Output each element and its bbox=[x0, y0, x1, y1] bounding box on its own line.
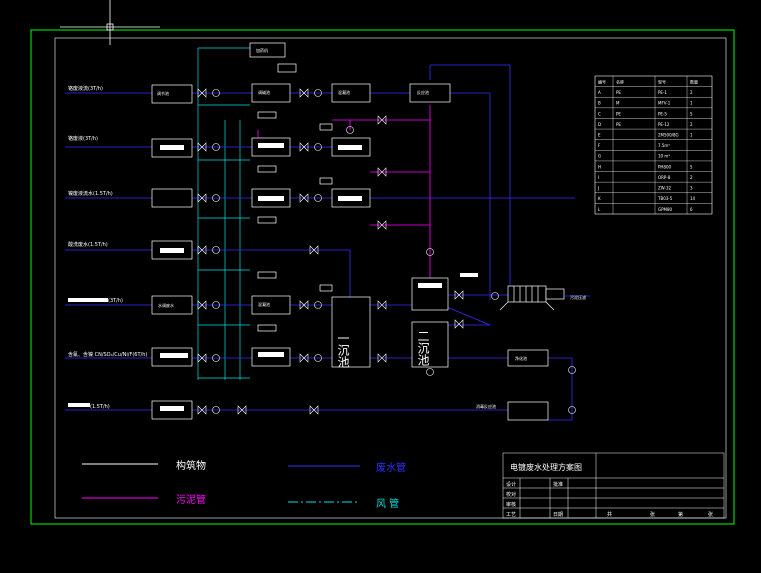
tank-label-adjust-water: 水调废水 bbox=[158, 302, 174, 308]
table-cell: D bbox=[598, 122, 601, 127]
title-block-no: 第 bbox=[678, 511, 683, 518]
tank-label-top: 加药机 bbox=[256, 47, 268, 53]
inlet-label-4: 酸洗废水(1.5T/h) bbox=[68, 241, 108, 248]
table-cell: PE-1 bbox=[658, 90, 667, 95]
table-cell: H bbox=[598, 164, 601, 169]
title-block-process: 工艺 bbox=[506, 512, 516, 518]
table-cell: F bbox=[598, 143, 601, 148]
title-block-page: 张 bbox=[708, 511, 713, 518]
tank-label-alkali: 调碱池 bbox=[258, 89, 270, 95]
settling-tank-1-label: 一沉池 bbox=[336, 332, 350, 368]
table-cell: PE bbox=[616, 90, 621, 95]
table-cell: I bbox=[598, 175, 599, 180]
title-block-check: 校对 bbox=[506, 491, 516, 498]
title-block-review: 审核 bbox=[506, 501, 516, 508]
table-cell: 6 bbox=[690, 207, 693, 212]
tank-label-react: 反应池 bbox=[417, 89, 429, 95]
table-header-cell: 编号 bbox=[598, 78, 606, 84]
table-cell: 7.5m³ bbox=[658, 143, 670, 148]
table-cell: 2 bbox=[690, 175, 693, 180]
outer-frame bbox=[30, 29, 735, 525]
table-header-cell: 名称 bbox=[616, 78, 624, 84]
inner-frame bbox=[54, 37, 727, 519]
title-block-date: 日期 bbox=[553, 512, 563, 518]
title-block-design: 设计 bbox=[506, 481, 516, 488]
table-cell: G bbox=[598, 154, 601, 159]
table-cell: 10 m³ bbox=[658, 154, 670, 159]
table-cell: ZW-32 bbox=[658, 186, 672, 191]
table-cell: B bbox=[598, 101, 601, 106]
table-cell: 1 bbox=[690, 101, 693, 106]
title-block-sheets: 张 bbox=[650, 511, 655, 518]
legend-structure-label: 构筑物 bbox=[176, 459, 206, 472]
title-block-approve: 批准 bbox=[553, 481, 563, 488]
reactor-label-blocks bbox=[258, 143, 478, 357]
inlet-label-5: (3T/h) bbox=[108, 298, 123, 304]
reactor-blocks bbox=[249, 42, 549, 421]
title-block-title: 电镀废水处理方案图 bbox=[510, 462, 582, 472]
table-cell: PE-5 bbox=[658, 111, 667, 116]
tank-label-mix: 混凝池 bbox=[258, 301, 270, 307]
table-cell: 2M500/8G bbox=[658, 133, 679, 138]
tank-label-final: 净化池 bbox=[515, 355, 527, 361]
sludge-pipes bbox=[257, 105, 431, 296]
pumps bbox=[212, 89, 576, 414]
inlet-label-1: 铬废液流(3T/h) bbox=[68, 85, 103, 92]
table-cell: M bbox=[616, 101, 620, 106]
water-pipes bbox=[65, 64, 590, 421]
tank-label-coag: 混凝池 bbox=[338, 89, 350, 95]
legend-water-label: 废水管 bbox=[376, 461, 406, 474]
table-cell: 5 bbox=[690, 111, 693, 116]
table-cell: PE bbox=[616, 122, 621, 127]
inlet-label-3: 镍废液流水(1.5T/h) bbox=[68, 190, 113, 197]
table-cell: J bbox=[597, 186, 599, 191]
legend-sludge-label: 污泥管 bbox=[176, 493, 206, 506]
outlet-label: 污泥压滤 bbox=[570, 294, 586, 300]
table-cell: K bbox=[598, 196, 601, 201]
table-cell: 14 bbox=[690, 196, 696, 201]
title-block bbox=[502, 452, 725, 519]
valves bbox=[197, 88, 464, 415]
table-cell: A bbox=[598, 90, 601, 95]
table-cell: MFV-1 bbox=[658, 101, 671, 106]
table-cell: E bbox=[598, 133, 601, 138]
table-cell: L bbox=[598, 207, 601, 212]
inlet-label-7: (1.5T/h) bbox=[90, 404, 110, 410]
table-cell: PE-12 bbox=[658, 122, 670, 127]
table-cell: ORP-8 bbox=[658, 175, 671, 180]
title-block-total: 共 bbox=[607, 511, 612, 518]
legend: 构筑物 污泥管 废水管 风 管 bbox=[82, 459, 406, 510]
table-header-cell: 型号 bbox=[658, 78, 666, 84]
inlet-label-2: 铬废液(3T/h) bbox=[68, 135, 98, 142]
table-cell: GPM80 bbox=[658, 207, 673, 212]
table-cell: 3 bbox=[690, 186, 693, 191]
table-cell: 5 bbox=[690, 164, 693, 169]
table-cell: PH800 bbox=[658, 164, 672, 169]
table-cell: C bbox=[598, 111, 601, 116]
cursor-box bbox=[106, 23, 114, 31]
table-cell: PE bbox=[616, 111, 621, 116]
table-header-cell: 数量 bbox=[690, 78, 698, 84]
inlet-label-6: 含氰、含镍 CN/SO₄/Cu/Ni/F(6T/h) bbox=[68, 351, 147, 358]
table-cell: 2 bbox=[690, 90, 693, 95]
table-cell: 1 bbox=[690, 133, 693, 138]
tank-label-blocks bbox=[68, 145, 188, 411]
table-cell: TB03-5 bbox=[657, 196, 673, 201]
tank-label-regulating: 调节池 bbox=[157, 90, 169, 96]
filter-press bbox=[499, 285, 565, 311]
air-pipes bbox=[197, 47, 250, 380]
table-cell: 2 bbox=[690, 122, 693, 127]
legend-air-label: 风 管 bbox=[376, 497, 399, 510]
settling-tank-2-label: 二沉池 bbox=[416, 330, 430, 366]
tank-label-aux: 消毒反应池 bbox=[476, 403, 496, 409]
